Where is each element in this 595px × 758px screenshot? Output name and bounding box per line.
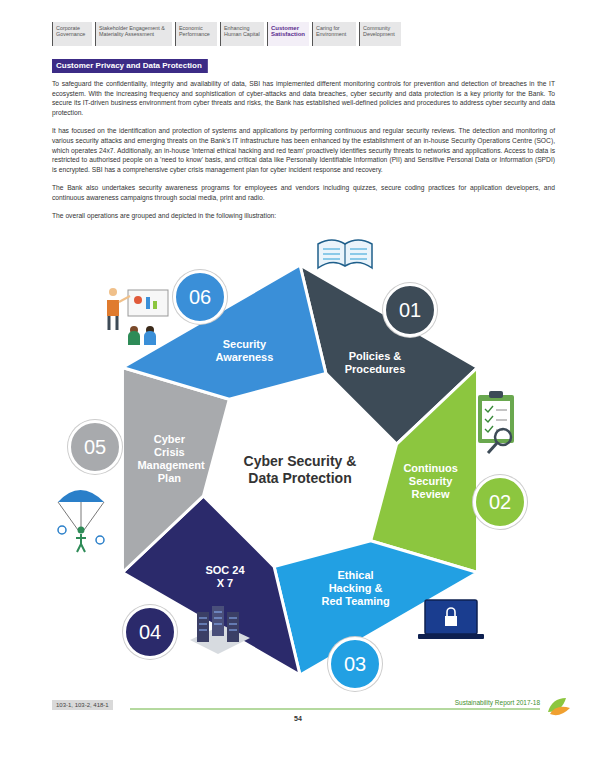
segment-label: SOC 24 X 7 — [203, 564, 247, 590]
node-text: 05 — [84, 436, 106, 459]
ring-segment — [371, 368, 478, 573]
presenter-icon-part — [119, 296, 130, 302]
server-icon-part — [227, 612, 239, 642]
ring-segment — [122, 265, 325, 399]
server-icon — [190, 606, 250, 654]
laptop-icon-part — [447, 608, 455, 616]
paragraph: To safeguard the confidentiality, integr… — [52, 79, 555, 118]
nav-tab: Economic Performance — [175, 22, 217, 46]
laptop-icon — [418, 600, 484, 639]
parachute-icon-part — [76, 534, 86, 552]
book-icon — [318, 240, 372, 268]
footer-rule — [130, 698, 570, 715]
nav-tab: Stakeholder Engagement & Materiality Ass… — [95, 22, 172, 46]
body-text: To safeguard the confidentiality, integr… — [52, 79, 555, 229]
nav-tab: Community Development — [359, 22, 401, 46]
callout-number: 03 — [328, 637, 382, 691]
node-text: Continuos Security Review — [398, 462, 464, 501]
nav-tab: Enhancing Human Capital — [220, 22, 264, 46]
parachute-icon-part — [58, 502, 104, 530]
nav-tab: Caring for Environment — [312, 22, 356, 46]
node-text: 06 — [189, 286, 211, 309]
presenter-icon-part — [109, 288, 117, 296]
presenter-icon-part — [128, 331, 140, 345]
presenter-icon-part — [144, 331, 156, 345]
segment-label: Cyber Crisis Management Plan — [137, 433, 201, 485]
parachute-icon-part — [58, 490, 104, 502]
node-text: SOC 24 X 7 — [203, 564, 247, 590]
footer-rule-part — [550, 707, 570, 715]
presenter-icon-part — [107, 300, 119, 316]
clipboard-icon-part — [485, 406, 493, 432]
laptop-icon-part — [418, 634, 484, 639]
presenter-icon-part — [134, 296, 142, 304]
footer-text: Sustainability Report 2017-18 — [455, 699, 540, 707]
parachute-icon-part — [96, 536, 104, 544]
presenter-icon — [107, 288, 168, 345]
book-icon-part — [318, 240, 372, 268]
ring-segment — [122, 368, 229, 573]
callout-number: 05 — [68, 420, 122, 474]
paragraph: It has focused on the identification and… — [52, 126, 555, 175]
callout-number: 02 — [473, 475, 527, 529]
section-heading: Customer Privacy and Data Protection — [56, 59, 202, 73]
segment-label: Security Awareness — [207, 338, 281, 364]
callout-number: 04 — [123, 605, 177, 659]
nav-tab: Customer Satisfaction — [267, 22, 309, 46]
paragraph: The overall operations are grouped and d… — [52, 211, 555, 221]
callout-number: 06 — [173, 270, 227, 324]
laptop-icon-part — [425, 600, 477, 634]
callout-number: 01 — [383, 283, 437, 337]
segment-label: Policies & Procedures — [337, 350, 413, 376]
clipboard-icon-part — [488, 443, 497, 453]
presenter-icon-part — [146, 297, 150, 309]
heading-bar — [52, 59, 208, 73]
node-text: 03 — [344, 653, 366, 676]
server-icon-part — [212, 606, 224, 636]
server-icon-part — [199, 612, 237, 630]
parachute-icon-part — [58, 526, 66, 534]
node-text: Security Awareness — [207, 338, 281, 364]
segment-label: Ethical Hacking & Red Teaming — [319, 569, 393, 608]
center-label: Cyber Security & Data Protection — [230, 453, 370, 487]
node-text: Ethical Hacking & Red Teaming — [319, 569, 393, 608]
clipboard-icon-part — [496, 410, 507, 430]
server-icon-part — [197, 612, 209, 642]
node-text: 02 — [489, 491, 511, 514]
clipboard-icon-part — [489, 391, 503, 398]
node-text: 04 — [139, 621, 161, 644]
parachute-icon-part — [78, 527, 85, 534]
presenter-icon-part — [109, 316, 117, 330]
footer-text: 103-1, 103-2, 418-1 — [52, 700, 113, 710]
parachute-icon — [58, 490, 104, 552]
nav-tab: Corporate Governance — [52, 22, 92, 46]
book-icon-part — [344, 244, 345, 266]
segment-label: Continuos Security Review — [398, 462, 464, 501]
clipboard-icon-part — [495, 429, 511, 445]
footer-rule-part — [130, 709, 540, 710]
node-text: Cyber Crisis Management Plan — [137, 433, 201, 485]
presenter-icon-part — [153, 301, 157, 309]
node-text: 01 — [399, 299, 421, 322]
paragraph: The Bank also undertakes security awaren… — [52, 183, 555, 202]
node-text: Policies & Procedures — [337, 350, 413, 376]
clipboard-icon — [478, 391, 514, 453]
hexagon-ring — [122, 265, 477, 675]
presenter-icon-part — [128, 290, 168, 316]
laptop-icon-part — [445, 616, 457, 626]
book-icon-part — [323, 249, 367, 259]
page-number: 54 — [294, 714, 302, 723]
